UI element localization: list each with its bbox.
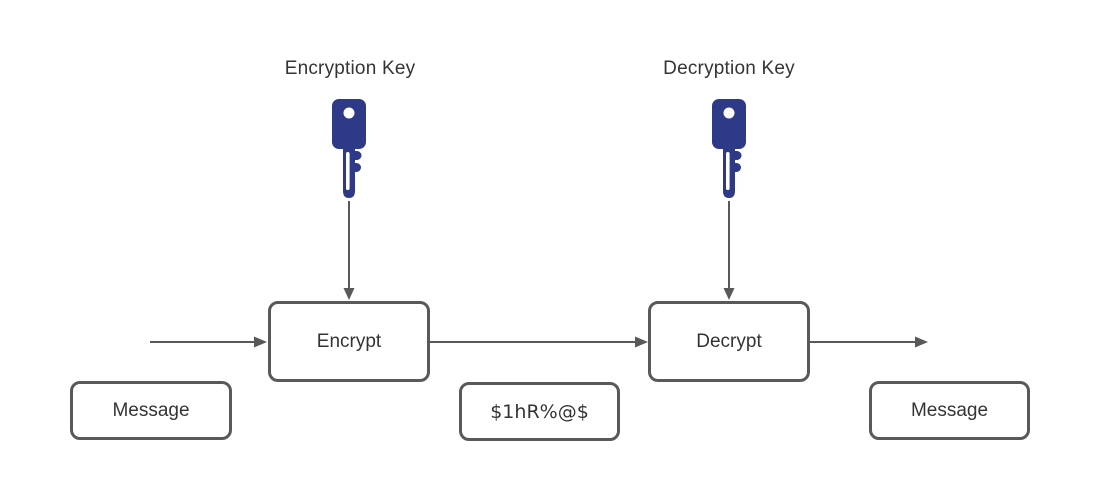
message-output-box: Message bbox=[869, 381, 1030, 440]
message-output-label: Message bbox=[910, 399, 989, 421]
decryption-key-label: Decryption Key bbox=[663, 58, 795, 79]
arrow-encrypt-to-decrypt bbox=[430, 336, 648, 348]
encrypt-box: Encrypt bbox=[268, 301, 430, 382]
arrow-decryption-key-to-decrypt bbox=[723, 201, 735, 300]
ciphertext-label: $1hR%@$ bbox=[490, 400, 589, 423]
key-icon bbox=[712, 99, 746, 198]
decrypt-box-label: Decrypt bbox=[696, 330, 762, 352]
arrow-encryption-key-to-encrypt bbox=[343, 201, 355, 300]
arrow-decrypt-to-plaintext bbox=[810, 336, 928, 348]
arrow-plaintext-to-encrypt bbox=[150, 336, 267, 348]
decrypt-box: Decrypt bbox=[648, 301, 810, 382]
ciphertext-box: $1hR%@$ bbox=[459, 382, 620, 441]
message-input-label: Message bbox=[112, 399, 190, 421]
encrypt-box-label: Encrypt bbox=[316, 330, 382, 352]
message-input-box: Message bbox=[70, 381, 232, 440]
key-icon bbox=[332, 99, 366, 198]
encryption-key-label: Encryption Key bbox=[284, 58, 416, 79]
